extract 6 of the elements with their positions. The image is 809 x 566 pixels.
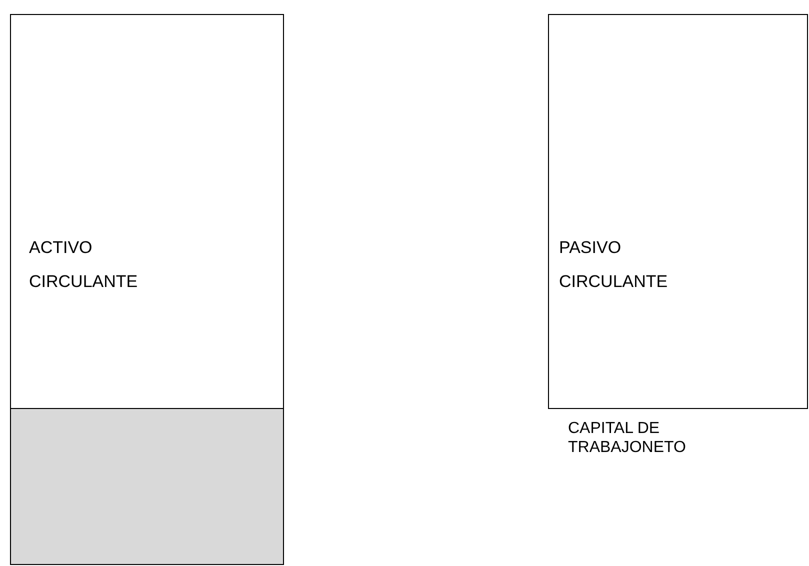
box-label: PASIVO CIRCULANTE <box>559 237 669 293</box>
account-box <box>548 14 808 409</box>
caption-text: CAPITAL DE TRABAJONETO <box>568 419 687 457</box>
box-label: ACTIVO CIRCULANTE <box>29 237 139 293</box>
shaded-box <box>10 408 284 565</box>
account-box <box>10 14 284 409</box>
